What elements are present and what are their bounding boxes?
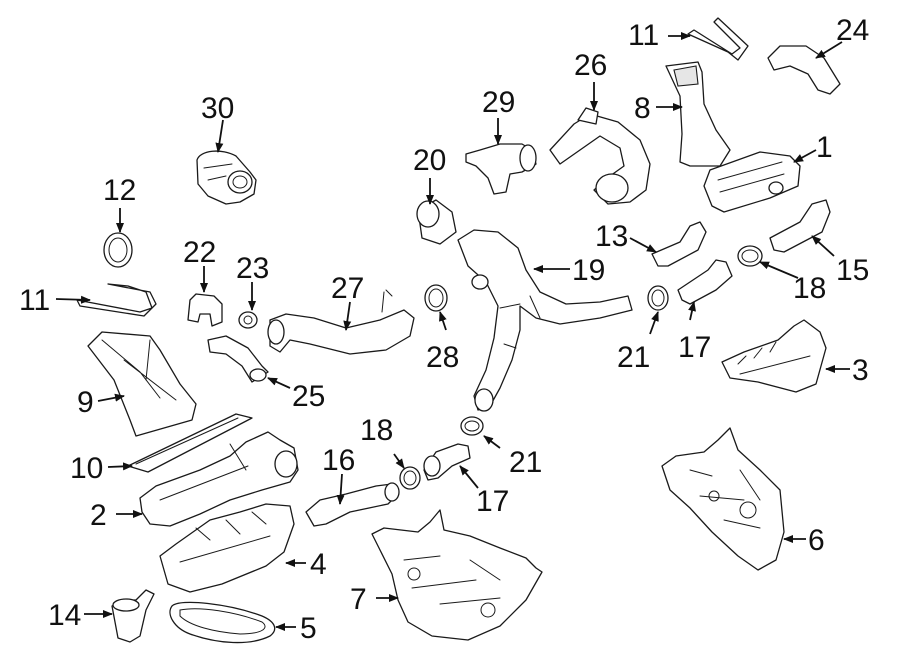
callout-28: 28 (426, 341, 459, 374)
callout-11-top: 11 (628, 19, 659, 52)
part-11-left-drawing[interactable] (76, 283, 157, 317)
part-2-drawing[interactable] (139, 431, 299, 527)
part-21-top-drawing[interactable] (647, 285, 669, 311)
callout-9: 9 (77, 386, 94, 419)
part-28-drawing[interactable] (424, 284, 448, 312)
part-17-lower-drawing[interactable] (423, 443, 471, 481)
callout-30: 30 (201, 92, 234, 125)
part-17-right-drawing[interactable] (677, 259, 733, 305)
part-21-lower-drawing[interactable] (460, 416, 484, 436)
callout-10: 10 (70, 452, 103, 485)
callout-17-right: 17 (678, 331, 711, 364)
part-8-drawing[interactable] (665, 61, 731, 167)
part-14-drawing[interactable] (111, 589, 155, 643)
callout-25: 25 (292, 380, 325, 413)
callout-7: 7 (350, 583, 367, 616)
part-11-top-drawing[interactable] (687, 17, 749, 61)
callout-16: 16 (322, 444, 355, 477)
part-15-drawing[interactable] (769, 199, 831, 253)
callout-20: 20 (413, 144, 446, 177)
part-24-drawing[interactable] (767, 45, 841, 95)
part-18-right-drawing[interactable] (737, 245, 763, 267)
part-18-lower-drawing[interactable] (399, 466, 421, 490)
callout-23: 23 (236, 252, 269, 285)
callout-27: 27 (331, 272, 364, 305)
callout-21-lower: 21 (509, 446, 542, 479)
callout-3: 3 (852, 354, 869, 387)
part-7-drawing[interactable] (371, 509, 543, 641)
part-9-drawing[interactable] (87, 331, 197, 437)
part-6-drawing[interactable] (661, 427, 785, 571)
part-19-drawing[interactable] (457, 229, 633, 412)
part-12-drawing[interactable] (103, 232, 133, 268)
callout-4: 4 (310, 548, 327, 581)
callout-8: 8 (634, 92, 651, 125)
part-30-drawing[interactable] (196, 150, 257, 205)
part-1-drawing[interactable] (703, 151, 801, 213)
part-23-drawing[interactable] (238, 311, 258, 329)
part-13-drawing[interactable] (651, 221, 707, 267)
part-16-drawing[interactable] (305, 482, 400, 527)
callout-26: 26 (574, 49, 607, 82)
leader-lines (55, 32, 850, 631)
callout-17-lower: 17 (476, 485, 509, 518)
callout-2: 2 (90, 499, 107, 532)
part-20-drawing[interactable] (416, 199, 457, 245)
callout-12: 12 (103, 174, 136, 207)
callout-11-left: 11 (19, 284, 50, 317)
part-25-drawing[interactable] (207, 335, 269, 383)
callout-14: 14 (48, 599, 81, 632)
callout-15: 15 (836, 254, 869, 287)
part-3-drawing[interactable] (721, 319, 827, 393)
part-4-drawing[interactable] (159, 503, 295, 593)
callout-18-right: 18 (793, 272, 826, 305)
part-27-drawing[interactable] (267, 289, 415, 355)
callout-1: 1 (816, 131, 833, 164)
part-10-drawing[interactable] (127, 413, 253, 473)
part-26-drawing[interactable] (549, 107, 651, 205)
callout-22: 22 (183, 236, 216, 269)
callout-13: 13 (595, 220, 628, 253)
callout-18-lower: 18 (360, 414, 393, 447)
callout-29: 29 (482, 86, 515, 119)
callout-21-top: 21 (617, 341, 650, 374)
part-22-drawing[interactable] (187, 293, 223, 327)
callout-5: 5 (300, 612, 317, 645)
callout-labels: 30 12 11 11 22 23 9 10 2 4 14 5 25 27 28… (19, 14, 869, 645)
callout-19: 19 (572, 254, 605, 287)
part-29-drawing[interactable] (465, 143, 537, 195)
callout-24: 24 (836, 14, 869, 47)
callout-6: 6 (808, 524, 825, 557)
part-5-drawing[interactable] (169, 601, 276, 644)
